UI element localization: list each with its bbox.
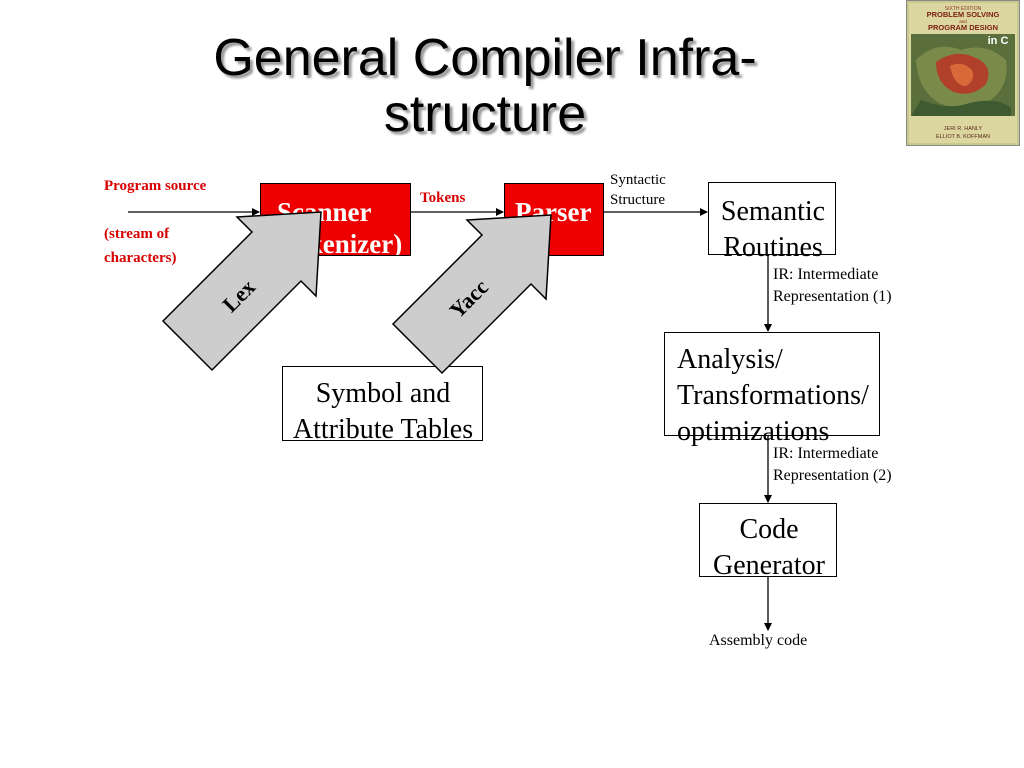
lex-arrow: [161, 211, 322, 372]
assembly-code-label: Assembly code: [709, 632, 808, 649]
semantic-line-1: Semantic: [720, 196, 826, 227]
ir-2-label: IR: Intermediate Representation (2): [773, 443, 892, 487]
codegen-line-2: Generator: [713, 550, 825, 581]
code-generator-label: Code Generator: [694, 512, 844, 584]
book-cover-image: SIXTH EDITION PROBLEM SOLVING and PROGRA…: [906, 0, 1020, 146]
ir-1-line-1: IR: Intermediate: [773, 266, 879, 283]
book-title-line-2: and: [959, 19, 967, 24]
book-title-line-3: PROGRAM DESIGN: [928, 23, 998, 32]
book-title-line-1: PROBLEM SOLVING: [927, 10, 1000, 19]
syntactic-structure-label: Syntactic Structure: [610, 170, 666, 210]
syntactic-line-1: Syntactic: [610, 172, 666, 188]
symbol-table-line-2: Attribute Tables: [292, 414, 474, 445]
ir-2-line-2: Representation (2): [773, 467, 892, 484]
analysis-label: Analysis/ Transformations/ optimizations: [677, 342, 869, 450]
analysis-box: [664, 332, 880, 436]
semantic-routines-label: Semantic Routines: [708, 194, 838, 266]
symbol-table-line-1: Symbol and: [315, 378, 451, 409]
stream-line-2: characters): [104, 250, 177, 266]
syntactic-line-2: Structure: [610, 192, 665, 208]
stream-line-1: (stream of: [104, 226, 170, 242]
yacc-arrow: [391, 214, 552, 375]
codegen-line-1: Code: [739, 514, 799, 545]
code-generator-box: [699, 503, 837, 577]
symbol-table-label: Symbol and Attribute Tables: [268, 376, 498, 448]
ir-1-line-2: Representation (1): [773, 288, 892, 305]
svg-text:SIXTH EDITION: SIXTH EDITION: [945, 6, 982, 12]
book-author-1: JERI R. HANLY: [944, 126, 983, 132]
slide-title: General Compiler Infra- structure: [0, 30, 970, 142]
book-author-2: ELLIOT B. KOFFMAN: [936, 134, 990, 140]
parser-box: Parser: [504, 183, 604, 256]
title-line-1: General Compiler Infra-: [213, 29, 757, 87]
analysis-line-1: Analysis/: [677, 344, 783, 375]
book-title-line-4: in C: [988, 35, 1009, 47]
title-line-2: structure: [383, 85, 587, 143]
tokens-label: Tokens: [420, 190, 466, 206]
analysis-line-2: Transformations/: [677, 380, 869, 411]
symbol-table-box: [282, 366, 483, 441]
semantic-routines-box: [708, 182, 836, 255]
stream-of-characters-label: (stream of characters): [104, 222, 176, 270]
ir-1-label: IR: Intermediate Representation (1): [773, 264, 892, 308]
analysis-line-3: optimizations: [677, 416, 830, 447]
semantic-line-2: Routines: [723, 232, 823, 263]
program-source-label: Program source: [104, 178, 207, 194]
ir-2-line-1: IR: Intermediate: [773, 445, 879, 462]
